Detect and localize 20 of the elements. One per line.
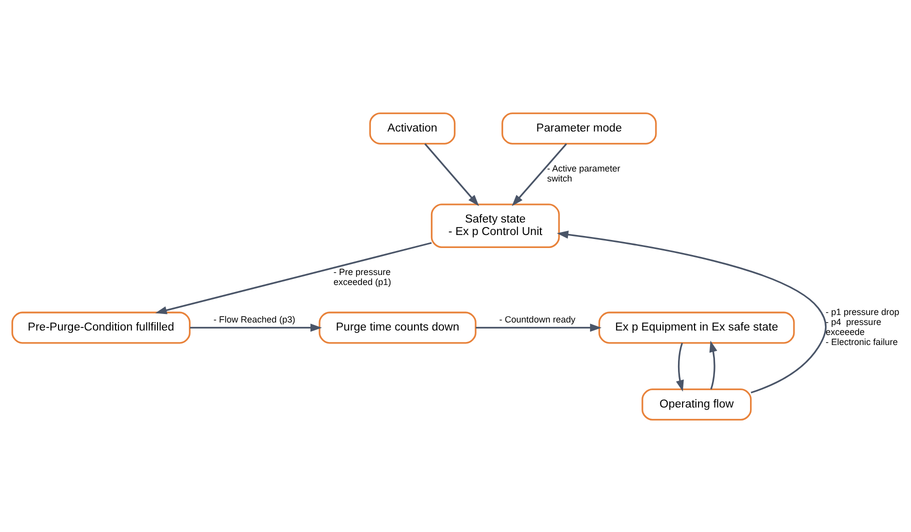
- arrow: [556, 230, 826, 393]
- arrow: [676, 342, 684, 392]
- edge-label: - Pre pressure exceeded (p1): [334, 266, 392, 286]
- arrow: [476, 323, 602, 332]
- edge-label: - Flow Reached (p3): [214, 314, 296, 324]
- arrow: [512, 142, 568, 206]
- node-box: Safety state - Ex p Control Unit: [430, 203, 560, 248]
- arrow: [190, 323, 322, 332]
- arrow: [155, 242, 432, 314]
- edge-label: - Countdown ready: [499, 314, 576, 324]
- node-box: Operating flow: [642, 388, 752, 420]
- node-box: Pre-Purge-Condition fullfilled: [11, 311, 191, 344]
- node-box: Purge time counts down: [318, 311, 476, 344]
- edge-label: - Active parameter switch: [547, 162, 620, 183]
- arrow: [424, 142, 480, 206]
- node-box: Parameter mode: [502, 112, 657, 144]
- node-box: Ex p Equipment in Ex safe state: [598, 311, 795, 344]
- edge-label: - p1 pressure drop - p4 pressure exceeede - Electronic failure: [826, 306, 900, 346]
- arrow: [709, 340, 718, 389]
- node-box: Activation: [369, 112, 456, 144]
